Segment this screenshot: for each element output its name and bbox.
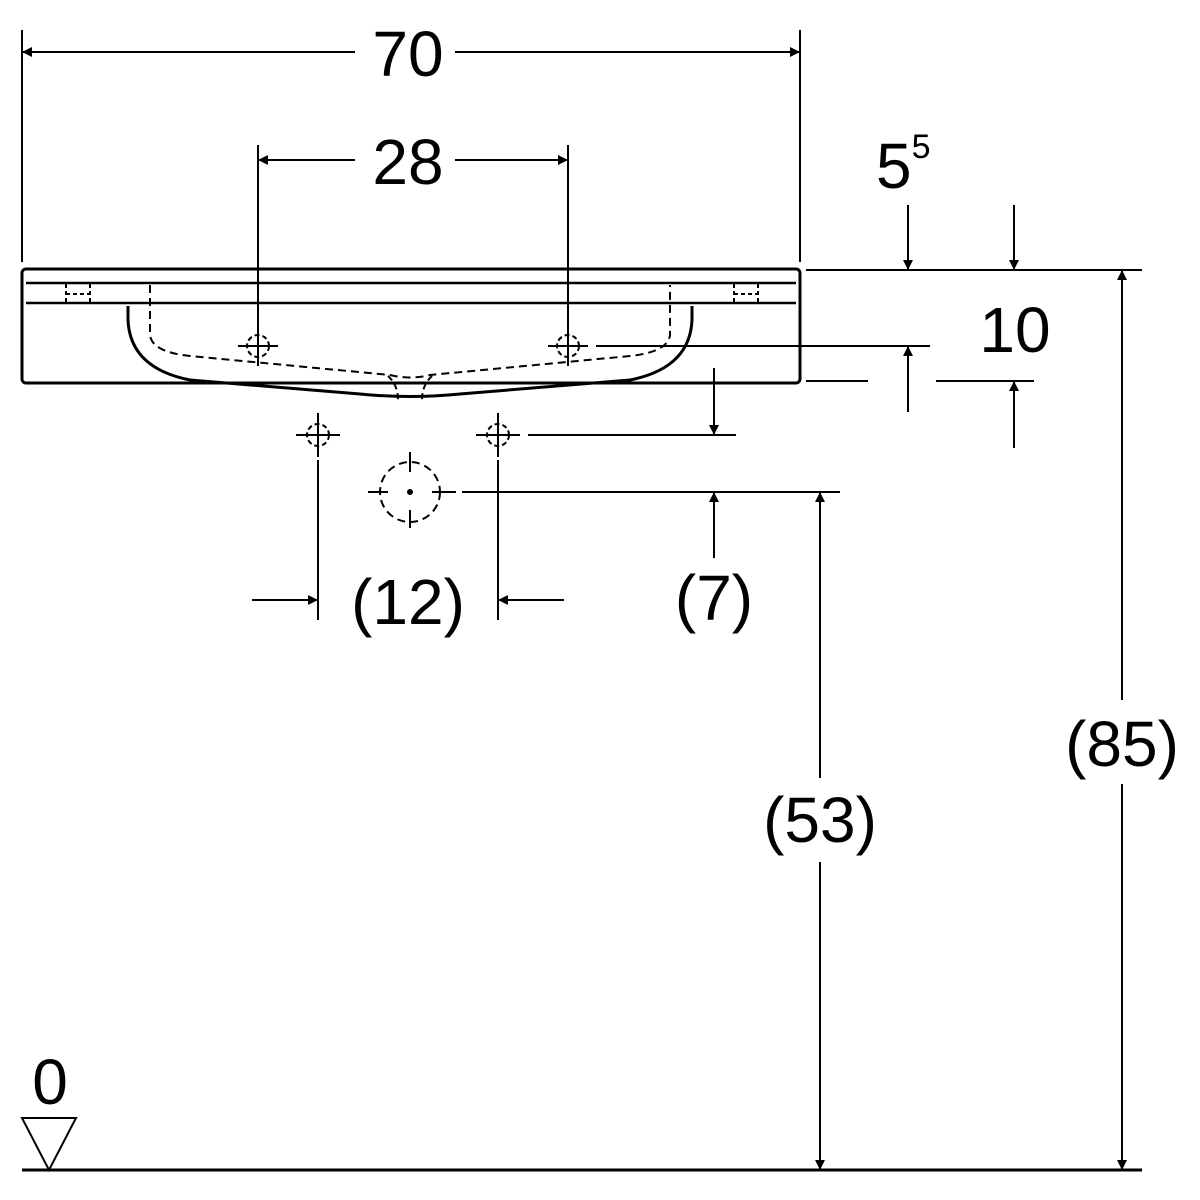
- tap-hole-left: [238, 326, 278, 366]
- supply-left: [296, 413, 340, 457]
- label-floor-0: 0: [32, 1046, 68, 1118]
- floor-level-triangle-icon: [20, 1117, 78, 1173]
- overflow-right: [733, 284, 759, 303]
- tap-hole-right: [548, 326, 588, 366]
- bowl-inner-hidden: [149, 285, 671, 379]
- basin-body: [20, 267, 802, 385]
- label-5-5-sup: 5: [912, 128, 931, 166]
- label-28: 28: [372, 126, 443, 198]
- label-5-5: 55: [876, 128, 931, 202]
- overflow-left: [65, 284, 91, 303]
- basin-outline: [20, 267, 802, 401]
- bowl-outline: [126, 306, 694, 398]
- label-10: 10: [979, 294, 1050, 366]
- label-53: (53): [763, 784, 877, 856]
- label-7: (7): [675, 562, 753, 634]
- dimension-lines: [22, 47, 1127, 1170]
- supply-right: [476, 413, 520, 457]
- label-5-5-base: 5: [876, 130, 912, 202]
- label-70: 70: [372, 18, 443, 90]
- label-12: (12): [351, 566, 465, 638]
- drain-hidden: [387, 375, 433, 401]
- label-85: (85): [1065, 708, 1179, 780]
- extension-lines: [21, 30, 1142, 1172]
- waste-outlet: [368, 452, 456, 528]
